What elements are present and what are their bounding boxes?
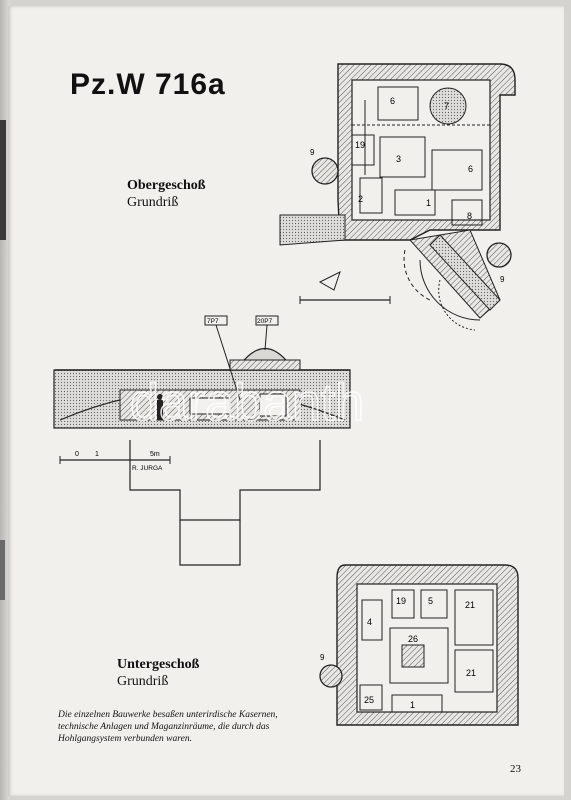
room-number: 21 xyxy=(465,600,475,610)
room-number: 1 xyxy=(426,198,431,208)
room-number: 6 xyxy=(390,96,395,106)
room-number: 19 xyxy=(396,596,406,606)
room-number: 9 xyxy=(320,653,325,662)
upper-floor-title: Obergeschoß xyxy=(127,178,206,193)
room-number: 4 xyxy=(367,617,372,627)
room-number: 19 xyxy=(355,140,365,150)
page-number: 23 xyxy=(510,763,521,775)
room-number: 3 xyxy=(396,154,401,164)
section-drawing: 7P7 20P7 0 1 5m R. JURGA xyxy=(53,315,351,566)
room-number: 2 xyxy=(358,194,363,204)
room-number: 1 xyxy=(410,700,415,710)
lower-floor-subtitle: Grundriß xyxy=(117,674,169,689)
room-number: 8 xyxy=(467,211,472,221)
section-label: 7P7 xyxy=(207,318,219,325)
page-title: Pz.W 716a xyxy=(70,68,226,101)
room-number: 21 xyxy=(466,668,476,678)
watermark: darabanth xyxy=(130,374,364,432)
upper-floor-plan: 6 7 19 3 6 9 2 1 8 9 xyxy=(279,63,516,331)
lower-floor-title: Untergeschoß xyxy=(117,657,200,672)
room-number: 26 xyxy=(408,634,418,644)
scale-mark: 0 xyxy=(75,451,79,458)
upper-floor-subtitle: Grundriß xyxy=(127,195,179,210)
room-number: 9 xyxy=(500,275,505,284)
room-number: 7 xyxy=(444,101,449,111)
room-number: 9 xyxy=(310,148,315,157)
room-number: 5 xyxy=(428,596,433,606)
figure-caption: Die einzelnen Bauwerke besaßen unterirdi… xyxy=(58,710,278,744)
page-edge-mark xyxy=(0,540,5,600)
scale-mark: 1 xyxy=(95,451,99,458)
page-edge-mark xyxy=(0,120,6,240)
binding-shadow xyxy=(0,0,10,800)
scale-mark: 5m xyxy=(150,451,160,458)
lower-floor-plan: 19 5 21 4 26 21 9 25 1 xyxy=(319,564,519,726)
room-number: 6 xyxy=(468,164,473,174)
author-mark: R. JURGA xyxy=(132,465,163,472)
section-label: 20P7 xyxy=(257,318,273,325)
room-number: 25 xyxy=(364,695,374,705)
